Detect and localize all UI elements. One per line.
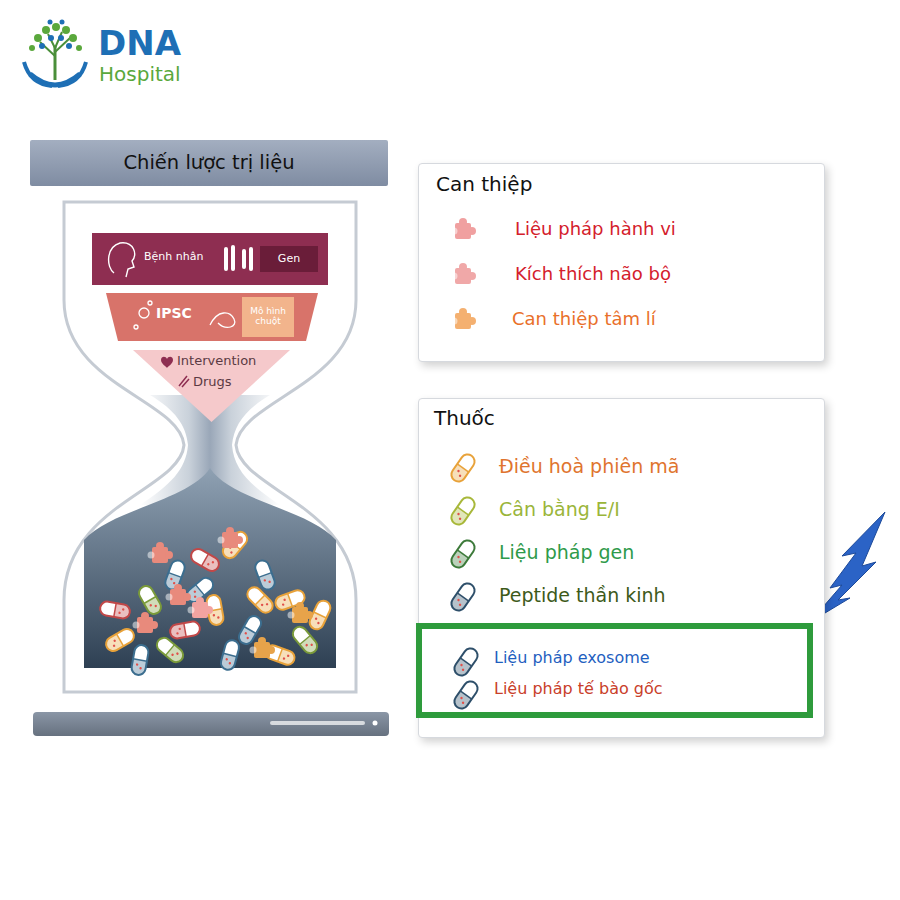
node-text: Liệu pháp gen: [499, 542, 634, 564]
node-text: Gen: [260, 246, 318, 272]
node-box: Bệnh nhân Gen: [92, 233, 328, 285]
node-text: Bệnh nhân: [144, 251, 203, 264]
logo-name: DNA: [98, 26, 181, 60]
node-text: Liệu pháp exosome: [494, 649, 650, 667]
node-box: Mô hình chuột: [242, 297, 294, 337]
node-text: Kích thích não bộ: [515, 264, 671, 285]
hourglass-frame: [64, 202, 356, 692]
box-heading: Can thiệp: [436, 173, 532, 196]
logo-subtitle: Hospital: [99, 64, 181, 84]
hourglass-base: [33, 712, 389, 736]
node-text: Điều hoà phiên mã: [499, 456, 679, 478]
node-text: Intervention: [177, 354, 256, 369]
hourglass-bowl: [84, 468, 336, 668]
node-text: IPSC: [156, 305, 192, 321]
node-text: Cân bằng E/I: [499, 499, 620, 521]
base-dot: [373, 721, 378, 726]
node-shape: [422, 629, 819, 724]
node-box: Can thiệpLiệu pháp hành vi Kích thích não…: [418, 163, 825, 362]
node-text: Peptide thần kinh: [499, 585, 666, 607]
pill-pile: [99, 527, 333, 676]
node-text: Drugs: [193, 375, 232, 390]
node-text: Can thiệp tâm lí: [512, 309, 656, 330]
node-box: ThuốcĐiều hoà phiên mã Cân bằng E/I Liệu p…: [418, 398, 825, 738]
node-text: Chiến lược trị liệu: [30, 140, 388, 186]
node-text: Mô hình chuột: [242, 297, 294, 337]
node-box: Liệu pháp exosomeLiệu pháp tế bào gốc: [416, 623, 813, 718]
logo-icon: [24, 20, 86, 87]
node-box: Chiến lược trị liệu: [30, 140, 388, 186]
node-box: InterventionDrugs: [133, 350, 290, 422]
box-heading: Thuốc: [434, 407, 495, 430]
node-box: IPSC Mô hình chuột: [106, 293, 318, 341]
node-text: Liệu pháp tế bào gốc: [494, 680, 663, 698]
base-highlight: [270, 721, 365, 725]
node-text: Liệu pháp hành vi: [515, 219, 676, 240]
